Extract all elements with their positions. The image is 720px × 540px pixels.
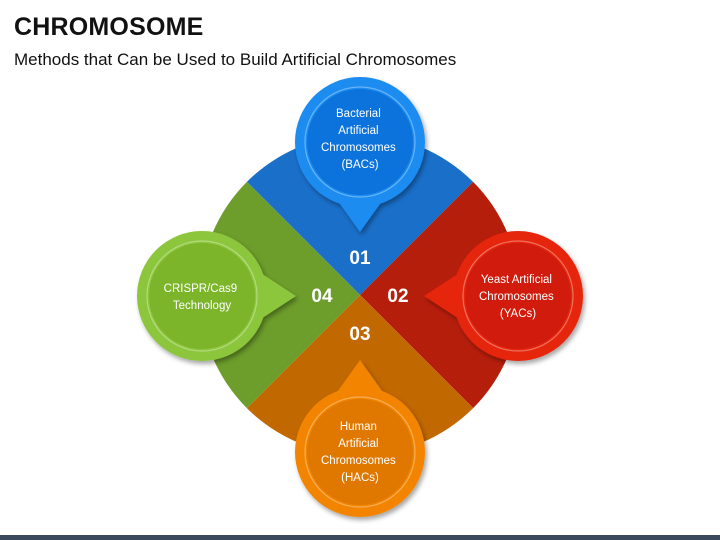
segment-02-number: 02 [387, 286, 408, 307]
footer-bar [0, 535, 720, 540]
bubble-03 [295, 360, 425, 517]
bubble-04 [137, 231, 296, 361]
bubble-02 [424, 231, 583, 361]
page-title: CHROMOSOME [14, 13, 204, 41]
bubble-04-label: CRISPR/Cas9 Technology [164, 283, 241, 312]
segment-03-number: 03 [349, 324, 370, 345]
bubble-03-label: Human Artificial Chromosomes (HACs) [321, 421, 399, 484]
bubble-02-label: Yeast Artificial Chromosomes (YACs) [479, 274, 557, 320]
segment-04-number: 04 [311, 286, 333, 307]
segment-01-number: 01 [349, 248, 371, 269]
page-subtitle: Methods that Can be Used to Build Artifi… [14, 50, 457, 69]
bubble-01 [295, 77, 425, 232]
bubble-01-label: Bacterial Artificial Chromosomes (BACs) [321, 108, 399, 171]
